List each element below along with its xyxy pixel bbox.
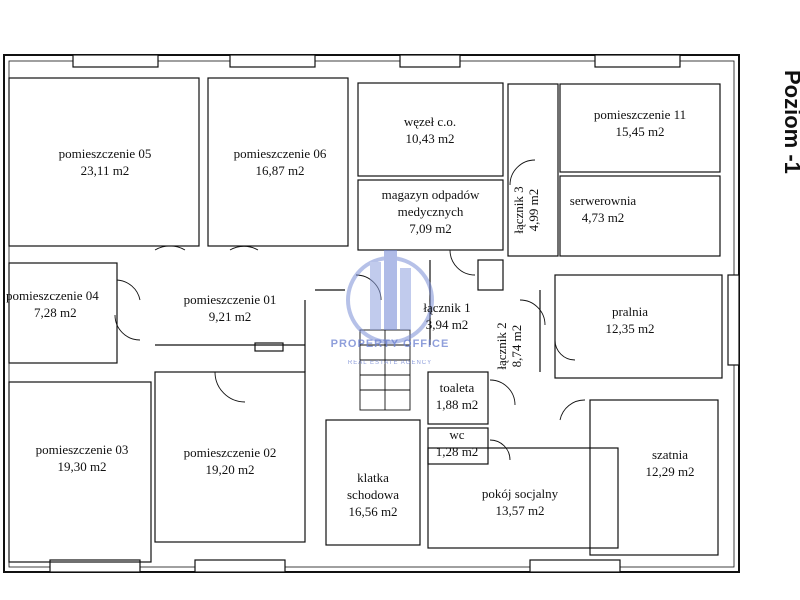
window [229,54,316,68]
room-pralnia-label: pralnia 12,35 m2 [570,303,690,337]
room-pralnia-area: 12,35 m2 [605,321,655,336]
room-03-label: pomieszczenie 03 19,30 m2 [12,441,152,475]
room-lacznik2-area: 8,74 m2 [509,324,524,368]
room-wc-area: 1,28 m2 [435,444,479,459]
room-11-area: 15,45 m2 [615,124,665,139]
room-01-label: pomieszczenie 01 9,21 m2 [160,291,300,325]
room-pokoj-area: 13,57 m2 [495,503,545,518]
room-05-label: pomieszczenie 05 23,11 m2 [30,145,180,179]
room-serwerownia-label: serwerownia 4,73 m2 [558,192,648,226]
room-lacznik1-area: 3,94 m2 [425,317,469,332]
room-serwerownia-name: serwerownia [569,193,637,208]
window [194,559,286,573]
room-wezel-walls [357,82,504,177]
room-klatka-area: 16,56 m2 [348,504,398,519]
room-wezel-area: 10,43 m2 [405,131,455,146]
room-01-name: pomieszczenie 01 [183,292,277,307]
room-klatka-label: klatka schodowa 16,56 m2 [326,469,420,520]
room-toaleta-walls [427,371,489,425]
room-02-area: 19,20 m2 [205,462,255,477]
room-magazyn-area: 7,09 m2 [409,221,452,236]
room-02-label: pomieszczenie 02 19,20 m2 [160,444,300,478]
room-03-walls [8,381,152,563]
room-06-label: pomieszczenie 06 16,87 m2 [210,145,350,179]
room-03-name: pomieszczenie 03 [35,442,129,457]
room-06-walls [207,77,349,247]
room-pokoj-label: pokój socjalny 13,57 m2 [455,485,585,519]
room-pralnia-walls [554,274,723,379]
room-magazyn-name-2: medycznych [397,204,464,219]
room-toaleta-name: toaleta [439,380,475,395]
room-11-name: pomieszczenie 11 [593,107,687,122]
room-wc-label: wc 1,28 m2 [426,426,488,460]
room-05-walls [8,77,200,247]
room-magazyn-name-1: magazyn odpadów [381,187,480,202]
room-szatnia-name: szatnia [651,447,689,462]
room-pokoj-walls [427,447,619,549]
room-toaleta-area: 1,88 m2 [435,397,479,412]
room-lacznik1-name: łącznik 1 [423,300,471,315]
room-04-area: 7,28 m2 [34,305,77,320]
room-05-area: 23,11 m2 [80,163,130,178]
room-klatka-walls [325,419,421,546]
room-serwerownia-area: 4,73 m2 [581,210,625,225]
room-lacznik3-name: łącznik 3 [511,186,526,234]
room-04-label: pomieszczenie 04 7,28 m2 [6,287,126,321]
room-04-walls [8,262,118,364]
room-klatka-name-1: klatka [357,470,389,485]
watermark-name: PROPERTY OFFICE [330,338,450,350]
room-wc-walls [427,427,489,465]
room-szatnia-label: szatnia 12,29 m2 [625,446,715,480]
room-11-walls [559,83,721,173]
room-magazyn-label: magazyn odpadów medycznych 7,09 m2 [358,186,503,237]
room-wc-name: wc [449,427,465,442]
room-magazyn-walls [357,179,504,251]
room-01-area: 9,21 m2 [208,309,252,324]
room-lacznik3-label: łącznik 3 4,99 m2 [511,160,541,260]
room-pralnia-name: pralnia [611,304,649,319]
room-szatnia-walls [589,399,719,556]
window [49,559,141,573]
room-05-name: pomieszczenie 05 [58,146,152,161]
watermark-logo [346,250,434,344]
room-lacznik2-label: łącznik 2 8,74 m2 [494,296,524,396]
room-06-name: pomieszczenie 06 [233,146,327,161]
room-klatka-name-2: schodowa [347,487,399,502]
room-wezel-name: węzeł c.o. [403,114,457,129]
room-03-area: 19,30 m2 [57,459,107,474]
window [399,54,461,68]
window [529,559,621,573]
room-serwerownia-walls [559,175,721,257]
room-toaleta-label: toaleta 1,88 m2 [426,379,488,413]
room-lacznik1-label: łącznik 1 3,94 m2 [412,299,482,333]
room-pokoj-name: pokój socjalny [481,486,559,501]
room-02-name: pomieszczenie 02 [183,445,277,460]
watermark: PROPERTY OFFICE REAL ESTATE AGENCY [315,232,465,382]
window [72,54,159,68]
room-lacznik3-area: 4,99 m2 [526,188,541,232]
room-szatnia-area: 12,29 m2 [645,464,695,479]
watermark-subtitle: REAL ESTATE AGENCY [347,360,433,366]
room-02-walls [154,371,306,543]
window [727,274,740,366]
room-wezel-label: węzeł c.o. 10,43 m2 [375,113,485,147]
window [594,54,681,68]
room-11-label: pomieszczenie 11 15,45 m2 [570,106,710,140]
level-title: Poziom -1 [780,70,800,174]
room-lacznik3-walls [507,83,559,257]
room-04-name: pomieszczenie 04 [6,288,99,303]
door-swings [114,159,586,461]
room-06-area: 16,87 m2 [255,163,305,178]
room-lacznik2-name: łącznik 2 [494,322,509,370]
